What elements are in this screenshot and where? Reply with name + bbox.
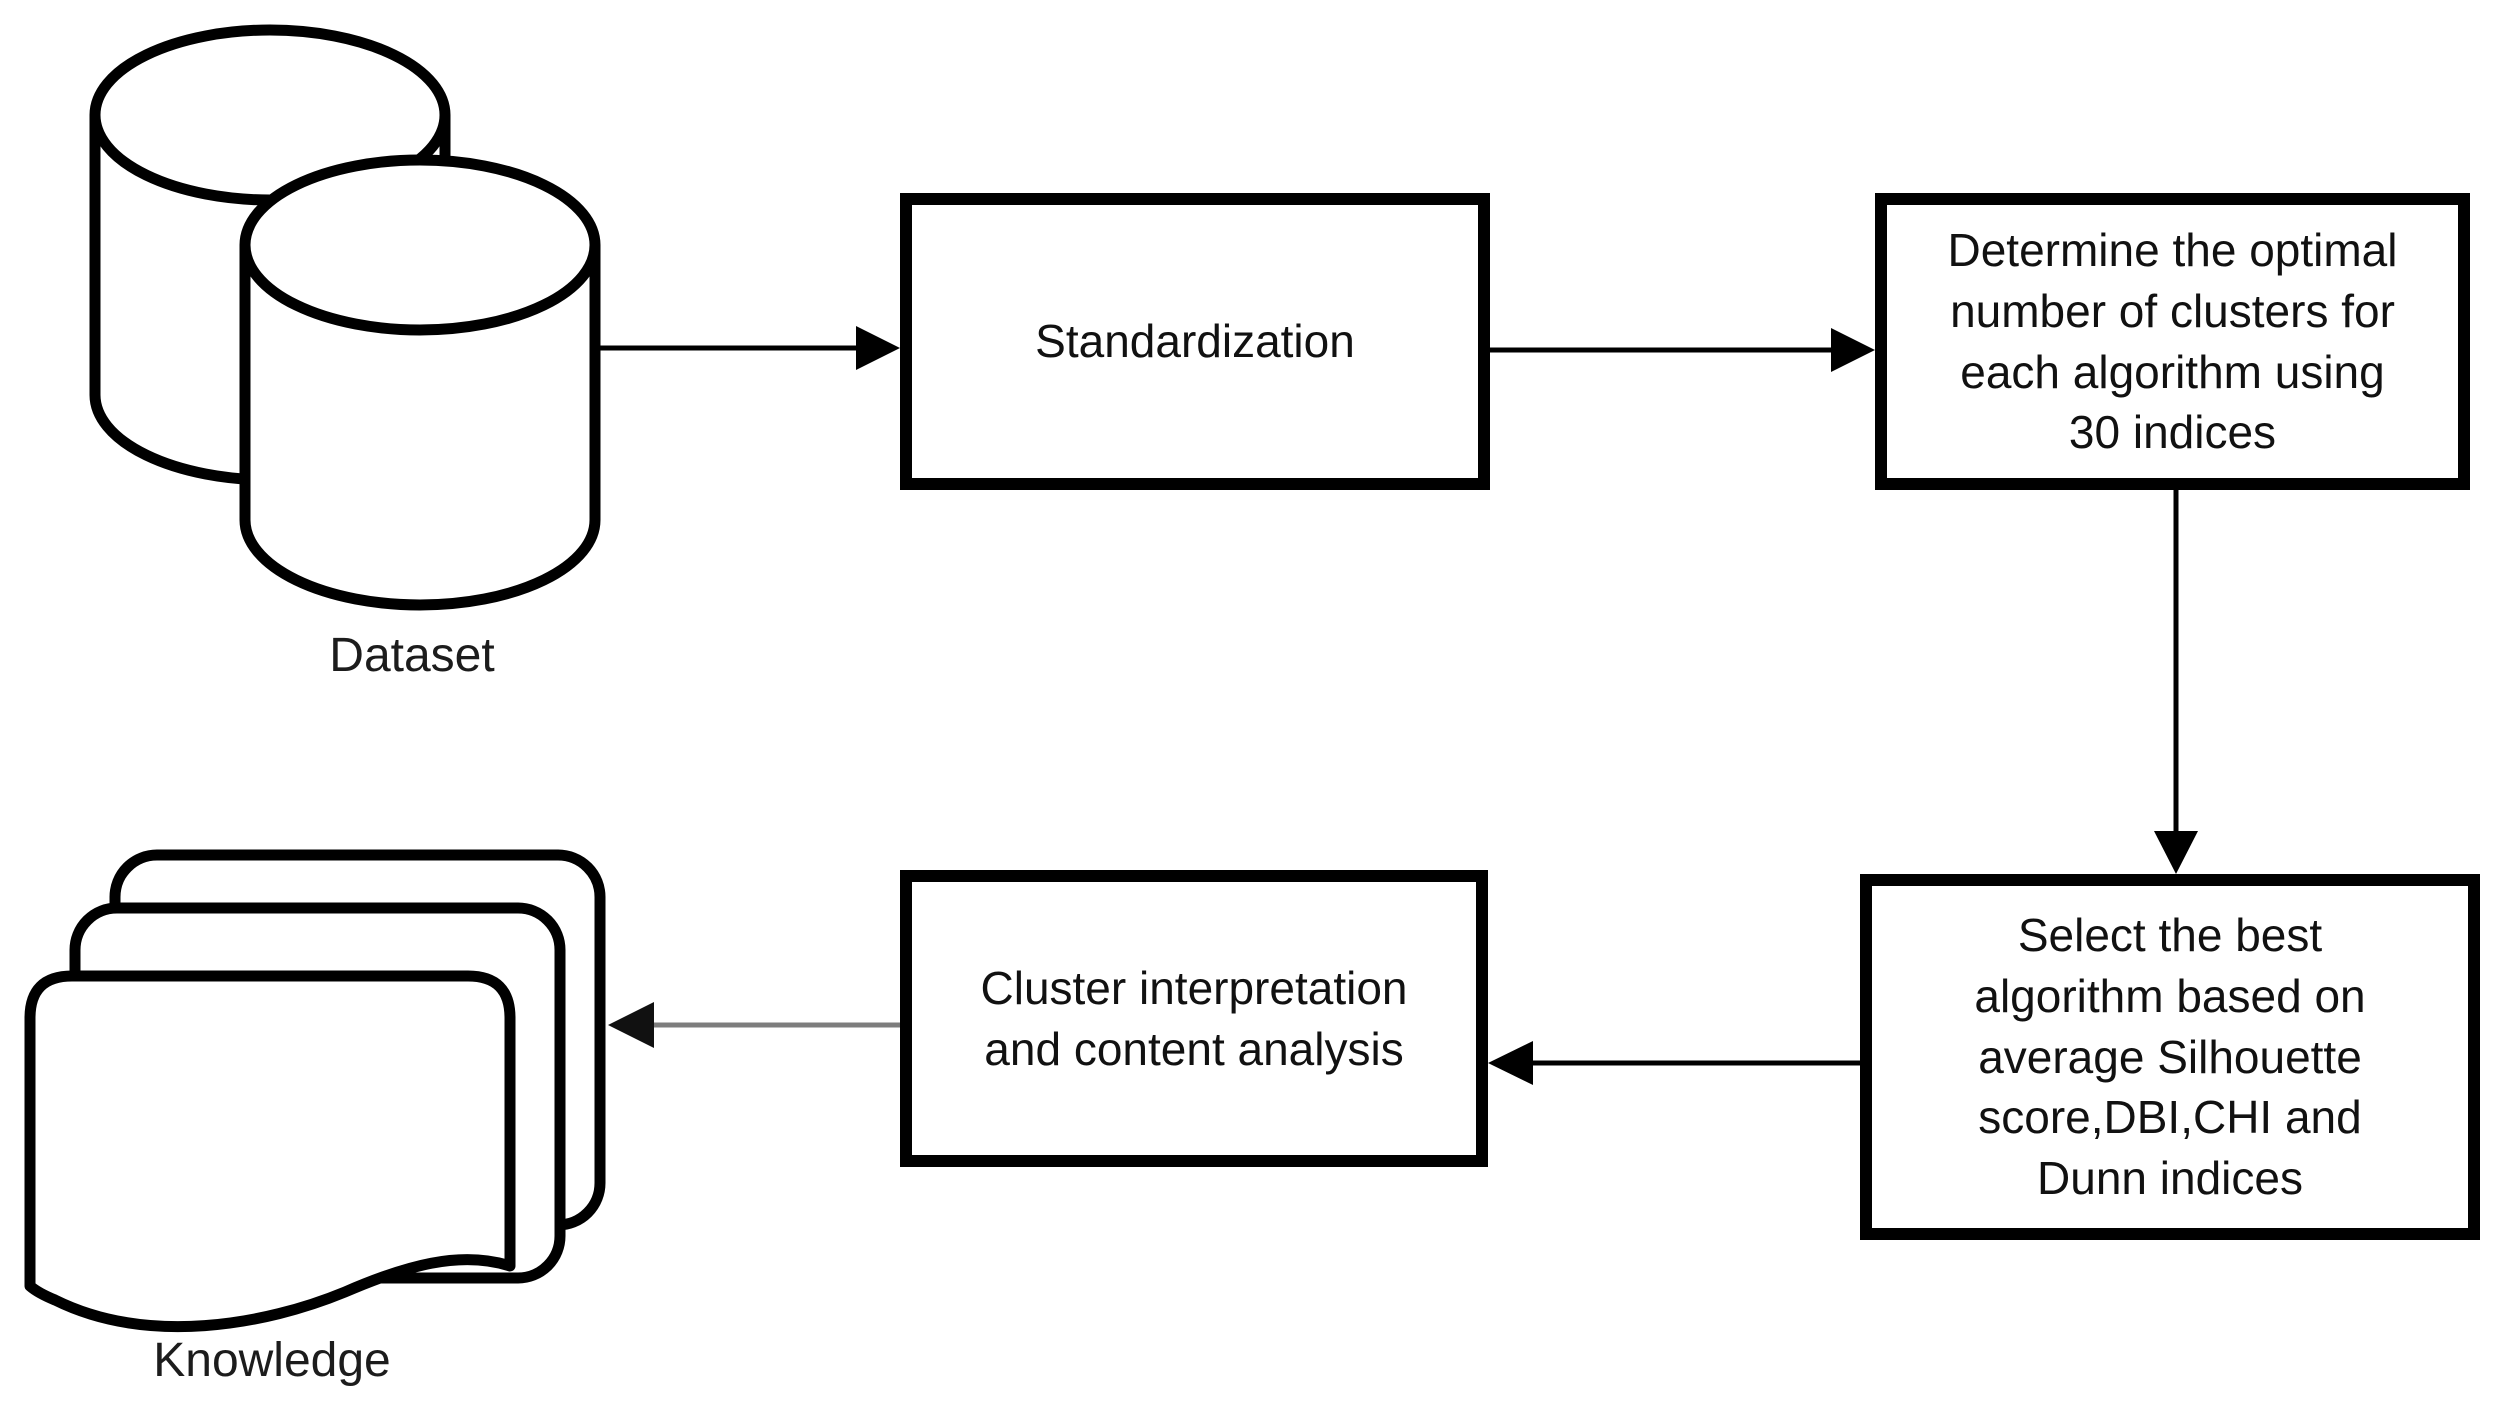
node-determine-optimal-clusters: Determine the optimal number of clusters… <box>1875 193 2470 490</box>
document-front <box>24 970 516 1333</box>
node-select-best-algorithm-label: Select the best algorithm based on avera… <box>1974 909 2366 1205</box>
dataset-caption: Dataset <box>329 629 495 682</box>
node-standardization: Standardization <box>900 193 1490 490</box>
node-select-best-algorithm: Select the best algorithm based on avera… <box>1860 874 2480 1240</box>
node-standardization-label: Standardization <box>1035 315 1355 368</box>
arrow-select-to-cluster-head <box>1488 1041 1533 1085</box>
node-cluster-interpretation-label: Cluster interpretation and content analy… <box>980 961 1408 1075</box>
knowledge-documents-icon <box>24 849 606 1333</box>
arrow-cluster-to-knowledge-head <box>608 1002 654 1048</box>
node-determine-optimal-clusters-label: Determine the optimal number of clusters… <box>1947 224 2398 459</box>
front-cylinder-body <box>239 245 601 611</box>
flow-arrows <box>595 326 2198 1085</box>
front-cylinder-top <box>239 154 601 336</box>
knowledge-caption: Knowledge <box>153 1334 391 1387</box>
arrow-dataset-to-standardization-head <box>856 326 900 370</box>
dataset-cylinders-icon <box>89 24 601 611</box>
arrow-standardization-to-determine-head <box>1831 328 1875 372</box>
node-cluster-interpretation: Cluster interpretation and content analy… <box>900 870 1488 1167</box>
arrow-determine-to-select-head <box>2154 831 2198 874</box>
